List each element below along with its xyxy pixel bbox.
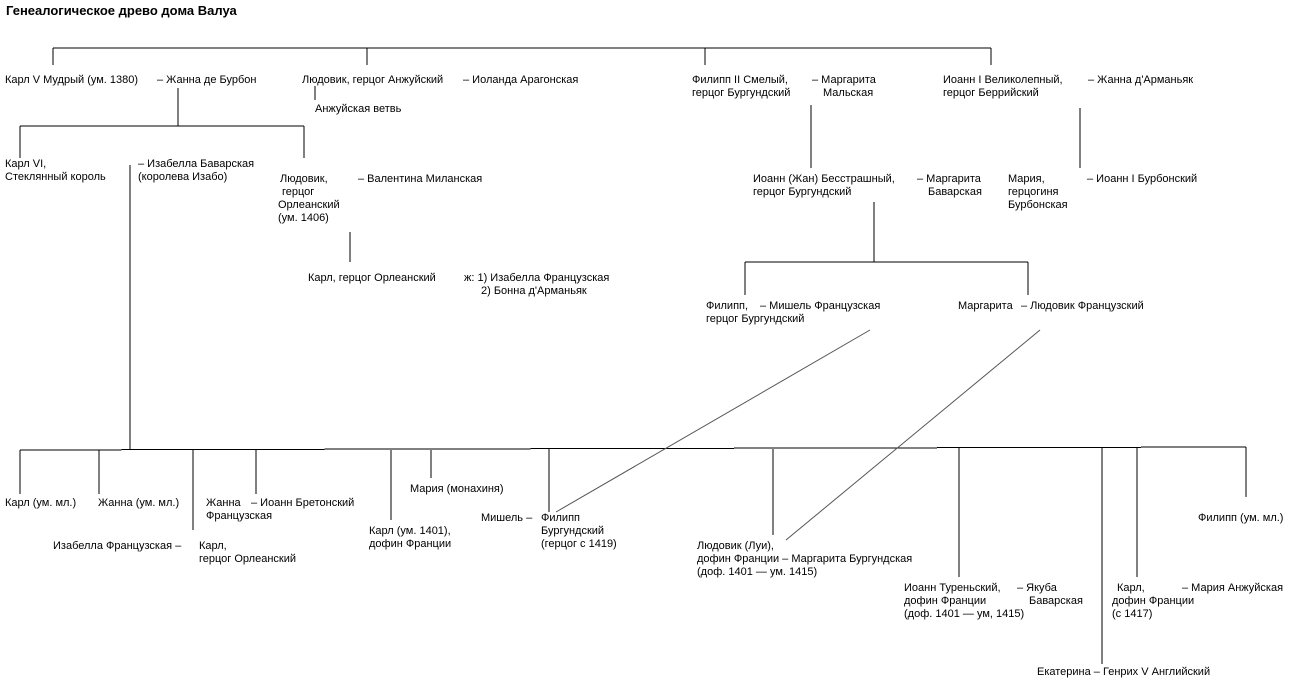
- karl-dauphin-line2: дофин Франции: [1112, 595, 1195, 607]
- child-ludovik-lui: Людовик (Луи), дофин Франции – Маргарита…: [697, 540, 912, 579]
- ludovik-lui-line3: (доф. 1401 — ум. 1415): [697, 566, 818, 578]
- child-karl-um: Карл (ум. мл.): [5, 497, 77, 509]
- margarita-bav-line2: Баварская: [928, 186, 982, 198]
- person-ludovik-anjou: Людовик, герцог Анжуйский: [302, 74, 444, 86]
- zhanna-fr-line2: Французская: [206, 510, 273, 522]
- child-ekaterina: Екатерина – Генрих V Английский: [1037, 666, 1211, 678]
- karl-orlean-wife-1: ж: 1) Изабелла Французская: [464, 272, 610, 284]
- spouse-yakuba: – Якуба Баварская: [1017, 582, 1083, 608]
- margarita-malskaya-line2: Мальская: [823, 87, 874, 99]
- filipp-burg-line2: герцог Бургундский: [706, 313, 805, 325]
- person-margarita-burg: Маргарита: [958, 300, 1013, 312]
- person-karl-vi: Карл VI, Стеклянный король: [5, 158, 106, 184]
- child-izabella-fr: Изабелла Французская –: [53, 540, 182, 552]
- child-karl-dauphin: Карл, дофин Франции (с 1417): [1112, 582, 1194, 621]
- filipp-burg2-line3: (герцог с 1419): [541, 538, 617, 550]
- karl-1401-line1: Карл (ум. 1401),: [369, 525, 451, 537]
- spouse-ioann-breton: – Иоанн Бретонский: [251, 497, 355, 509]
- person-ioann-berry: Иоанн I Великолепный, герцог Беррийский: [943, 74, 1063, 100]
- ioann-besstr-line1: Иоанн (Жан) Бесстрашный,: [753, 173, 895, 185]
- ludovik-lui-line1: Людовик (Луи),: [697, 540, 774, 552]
- zhanna-fr-line1: Жанна: [206, 497, 241, 509]
- ioann-berry-line1: Иоанн I Великолепный,: [943, 74, 1063, 86]
- izabella-bav-line1: – Изабелла Баварская: [138, 158, 255, 170]
- filipp-burg2-line2: Бургундский: [541, 525, 605, 537]
- maria-burbon-line1: Мария,: [1008, 173, 1045, 185]
- person-maria-burbon: Мария, герцогиня Бурбонская: [1008, 173, 1068, 212]
- filipp-ii-line1: Филипп II Смелый,: [692, 74, 788, 86]
- margarita-malskaya-line1: – Маргарита: [812, 74, 876, 86]
- person-ioann-besstrashny: Иоанн (Жан) Бесстрашный, герцог Бургундс…: [753, 173, 895, 199]
- person-karl-orlean: Карл, герцог Орлеанский: [308, 272, 436, 284]
- ludovik-orlean-line1: Людовик,: [280, 173, 328, 185]
- maria-burbon-line3: Бурбонская: [1008, 199, 1068, 211]
- ioann-berry-line2: герцог Беррийский: [943, 87, 1039, 99]
- child-zhanna-fr: Жанна Французская: [206, 497, 272, 523]
- anjou-branch-label: Анжуйская ветвь: [315, 103, 402, 115]
- karl-dauphin-line3: (с 1417): [1112, 608, 1153, 620]
- karl-orlean2-line1: Карл,: [199, 540, 227, 552]
- person-ludovik-orlean: Людовик, герцог Орлеанский (ум. 1406): [278, 173, 340, 225]
- karl-orlean2-line2: герцог Орлеанский: [199, 553, 296, 565]
- spouse-ludovik-fr: – Людовик Французский: [1021, 300, 1144, 312]
- karl-orlean-wife-2: 2) Бонна д'Арманьяк: [481, 285, 587, 297]
- filipp-burg2-line1: Филипп: [541, 512, 580, 524]
- child-mishel: Мишель –: [481, 512, 533, 524]
- maria-burbon-line2: герцогиня: [1008, 186, 1059, 198]
- spouse-izabella-bavarskaya: – Изабелла Баварская (королева Изабо): [138, 158, 254, 184]
- karl-1401-line2: дофин Франции: [369, 538, 452, 550]
- karl-dauphin-line1: Карл,: [1117, 582, 1145, 594]
- person-filipp-burg: Филипп, герцог Бургундский: [706, 300, 804, 326]
- child-karl-1401: Карл (ум. 1401), дофин Франции: [369, 525, 451, 551]
- spouse-zhanna-armanyak: – Жанна д'Арманьяк: [1088, 74, 1194, 86]
- karl-orlean-wives: ж: 1) Изабелла Французская 2) Бонна д'Ар…: [464, 272, 609, 298]
- person-filipp-ii: Филипп II Смелый, герцог Бургундский: [692, 74, 790, 100]
- ludovik-lui-line2: дофин Франции – Маргарита Бургундская: [697, 553, 913, 565]
- ludovik-orlean-line4: (ум. 1406): [278, 212, 329, 224]
- ioann-turen-line3: (доф. 1401 — ум, 1415): [904, 608, 1025, 620]
- ludovik-orlean-line3: Орлеанский: [278, 199, 340, 211]
- spouse-ioann-burbon: – Иоанн I Бурбонский: [1087, 173, 1198, 185]
- ioann-besstr-line2: герцог Бургундский: [753, 186, 852, 198]
- spouse-margarita-bavarskaya: – Маргарита Баварская: [917, 173, 982, 199]
- ioann-turen-line2: дофин Франции: [904, 595, 987, 607]
- spouse-filipp-burg: Филипп Бургундский (герцог с 1419): [541, 512, 617, 551]
- child-ioann-turen: Иоанн Туреньский, дофин Франции (доф. 14…: [904, 582, 1024, 621]
- spouse-margarita-malskaya: – Маргарита Мальская: [812, 74, 876, 100]
- ioann-turen-line1: Иоанн Туреньский,: [904, 582, 1001, 594]
- izabella-bav-line2: (королева Изабо): [138, 171, 228, 183]
- child-filipp-um: Филипп (ум. мл.): [1198, 512, 1284, 524]
- child-maria-monk: Мария (монахиня): [410, 483, 504, 495]
- page-title: Генеалогическое древо дома Валуа: [6, 3, 237, 18]
- yakuba-line2: Баварская: [1029, 595, 1083, 607]
- filipp-burg-line1: Филипп,: [706, 300, 749, 312]
- filipp-ii-line2: герцог Бургундский: [692, 87, 791, 99]
- child-zhanna-um: Жанна (ум. мл.): [98, 497, 180, 509]
- spouse-karl-orlean: Карл, герцог Орлеанский: [199, 540, 296, 566]
- spouse-maria-anjou: – Мария Анжуйская: [1182, 582, 1284, 594]
- karl-vi-line2: Стеклянный король: [5, 171, 106, 183]
- margarita-bav-line1: – Маргарита: [917, 173, 981, 185]
- spouse-mishel-fr: – Мишель Французская: [760, 300, 881, 312]
- karl-vi-line1: Карл VI,: [5, 158, 47, 170]
- ludovik-orlean-line2: герцог: [282, 186, 315, 198]
- spouse-zhanna-de-burbon: – Жанна де Бурбон: [157, 74, 257, 86]
- yakuba-line1: – Якуба: [1017, 582, 1057, 594]
- spouse-valentina: – Валентина Миланская: [358, 173, 483, 185]
- person-karl-v: Карл V Мудрый (ум. 1380): [5, 74, 139, 86]
- spouse-iolanda: – Иоланда Арагонская: [463, 74, 579, 86]
